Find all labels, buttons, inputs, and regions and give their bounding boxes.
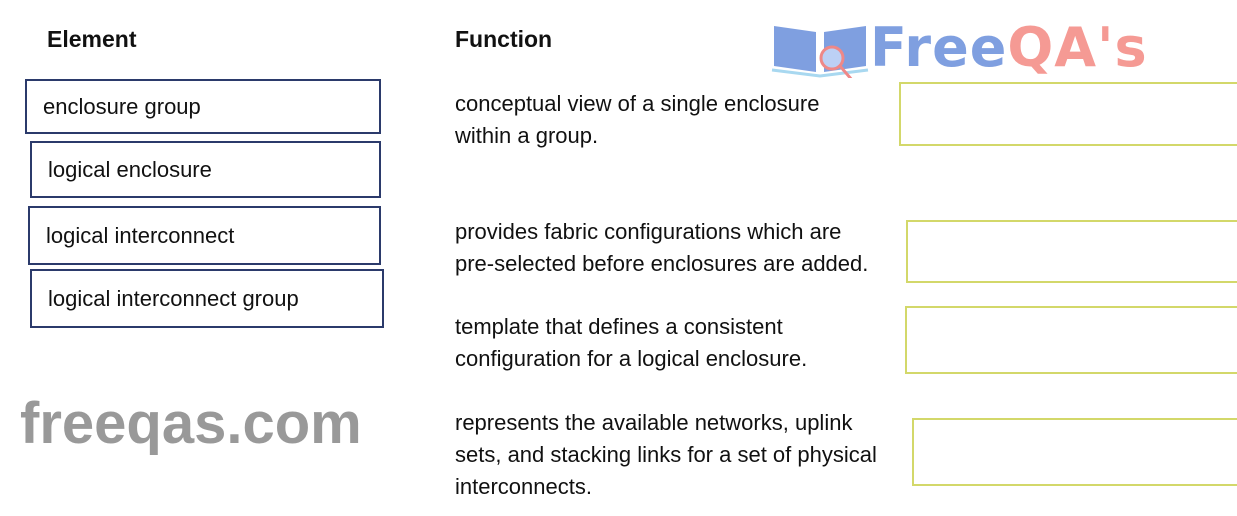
draggable-element-logical-interconnect-group[interactable]: logical interconnect group [30, 269, 384, 328]
element-column-header: Element [47, 26, 137, 52]
drop-target-2[interactable] [906, 220, 1237, 283]
drop-target-1[interactable] [899, 82, 1237, 146]
draggable-element-enclosure-group[interactable]: enclosure group [25, 79, 381, 134]
function-line: within a group. [455, 123, 599, 148]
watermark: freeqas.com [20, 391, 362, 456]
draggable-element-logical-interconnect[interactable]: logical interconnect [28, 206, 381, 265]
function-line: represents the available networks, uplin… [455, 410, 853, 435]
function-description: conceptual view of a single enclosure wi… [455, 88, 819, 152]
freeqas-logo: Free QA's [770, 16, 1148, 80]
function-description: provides fabric configurations which are… [455, 216, 868, 280]
draggable-element-logical-enclosure[interactable]: logical enclosure [30, 141, 381, 198]
drop-target-4[interactable] [912, 418, 1237, 486]
function-line: interconnects. [455, 474, 592, 499]
function-line: sets, and stacking links for a set of ph… [455, 442, 877, 467]
logo-text-free: Free [870, 16, 1008, 79]
function-line: provides fabric configurations which are [455, 219, 842, 244]
function-description: template that defines a consistent confi… [455, 311, 807, 375]
function-line: pre-selected before enclosures are added… [455, 251, 869, 276]
function-description: represents the available networks, uplin… [455, 407, 877, 503]
function-line: template that defines a consistent [455, 314, 783, 339]
book-magnifier-icon [771, 26, 869, 78]
logo-text-qas: QA's [1007, 16, 1148, 79]
function-line: configuration for a logical enclosure. [455, 346, 808, 371]
drop-target-3[interactable] [905, 306, 1237, 374]
function-column-header: Function [455, 26, 553, 52]
function-line: conceptual view of a single enclosure [455, 91, 820, 116]
